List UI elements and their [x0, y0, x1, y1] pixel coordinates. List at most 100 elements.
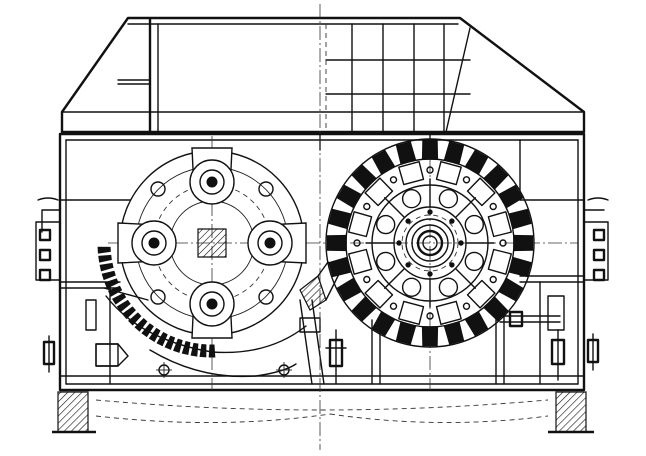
rim-bolt	[427, 313, 433, 319]
grate-bar	[191, 343, 198, 356]
roll-tooth	[422, 140, 437, 159]
crusher-housing	[60, 134, 584, 390]
hub-bolts	[397, 210, 463, 276]
roll-tooth	[422, 327, 437, 346]
rim-bolt	[490, 277, 496, 283]
grate-bar	[142, 324, 153, 337]
grate-frame	[104, 288, 306, 378]
roll-rib	[385, 269, 405, 289]
hub-bolt	[428, 272, 432, 276]
rotor-pin-holes	[151, 182, 273, 304]
grate-bar	[157, 333, 167, 346]
roll-tooth	[372, 312, 394, 336]
roll-tooth	[499, 185, 523, 207]
grate-bar	[174, 339, 182, 352]
roll-tooth	[465, 312, 487, 336]
grate-bar	[99, 255, 112, 262]
rim-bolt	[391, 177, 397, 183]
roll-bolt-circle	[354, 167, 506, 319]
web-hole	[465, 216, 483, 234]
web-hole	[465, 252, 483, 270]
roll-tooth	[484, 165, 508, 189]
roll-tooth	[484, 297, 508, 321]
roll-tooth	[337, 185, 361, 207]
hammer-top	[190, 148, 234, 204]
roll-tooth	[327, 235, 346, 250]
web-hole	[439, 278, 457, 296]
roll-tooth	[329, 257, 351, 276]
roll-tooth	[337, 278, 361, 300]
roll-tooth	[352, 165, 376, 189]
roll-rib	[385, 198, 405, 218]
rim-bolt	[364, 204, 370, 210]
roll-segment	[399, 301, 424, 324]
web-hole	[403, 278, 421, 296]
right-side-fittings	[584, 198, 608, 370]
hopper	[62, 18, 584, 132]
base-legs	[52, 392, 594, 432]
roll-ribs	[366, 179, 494, 307]
grate-bar	[105, 279, 118, 288]
grate-bar	[209, 345, 215, 357]
toothed-roll	[326, 139, 534, 347]
roll-segment	[488, 250, 511, 275]
roll-segment	[437, 162, 462, 185]
roll-segment	[488, 212, 511, 237]
roll-tooth	[352, 297, 376, 321]
rim-bolt	[364, 277, 370, 283]
web-hole	[377, 252, 395, 270]
grate-bar	[100, 263, 113, 270]
hub-bolt	[450, 219, 454, 223]
roll-segment	[468, 281, 495, 308]
roll-tooth	[396, 142, 415, 164]
hub-bolt	[397, 241, 401, 245]
grate-bar	[182, 342, 190, 355]
roll-tooth	[509, 209, 531, 228]
web-hole	[377, 216, 395, 234]
grate-bar	[165, 336, 174, 349]
hammer-bottom	[190, 282, 234, 338]
roll-segment	[349, 250, 372, 275]
rotor-shaft	[198, 229, 226, 257]
rim-bolt	[464, 303, 470, 309]
hammer-rotor	[118, 148, 306, 338]
hub-bolt	[406, 219, 410, 223]
hammer-right	[248, 221, 306, 265]
roll-tooth	[499, 278, 523, 300]
roll-web-holes	[377, 190, 484, 297]
rim-bolt	[354, 240, 360, 246]
hammer-left	[118, 221, 176, 265]
hub-bolt	[428, 210, 432, 214]
roll-segment	[349, 212, 372, 237]
roll-teeth	[327, 140, 532, 345]
rim-bolt	[427, 167, 433, 173]
web-hole	[403, 190, 421, 208]
rim-bolt	[490, 204, 496, 210]
roll-segment	[399, 162, 424, 185]
hub-bolt	[406, 263, 410, 267]
roll-hub	[406, 219, 454, 267]
rim-bolt	[391, 303, 397, 309]
roll-tooth	[509, 257, 531, 276]
hub-bolt	[450, 263, 454, 267]
roll-segment	[468, 178, 495, 205]
adjusting-rod	[326, 296, 564, 384]
grate-bar	[113, 294, 126, 304]
roll-tooth	[514, 235, 533, 250]
roll-rib	[456, 269, 476, 289]
rim-bolt	[464, 177, 470, 183]
grate-bar	[102, 271, 115, 279]
roll-rib	[456, 198, 476, 218]
roll-segment	[365, 178, 392, 205]
roll-segment	[365, 281, 392, 308]
roll-tooth	[372, 150, 394, 174]
left-side-fittings	[36, 198, 60, 372]
web-hole	[439, 190, 457, 208]
grate-bar	[98, 247, 110, 253]
rim-bolt	[500, 240, 506, 246]
roll-segment	[437, 301, 462, 324]
grate-bar	[118, 301, 131, 312]
roll-tooth	[465, 150, 487, 174]
grate-bar	[129, 313, 141, 325]
